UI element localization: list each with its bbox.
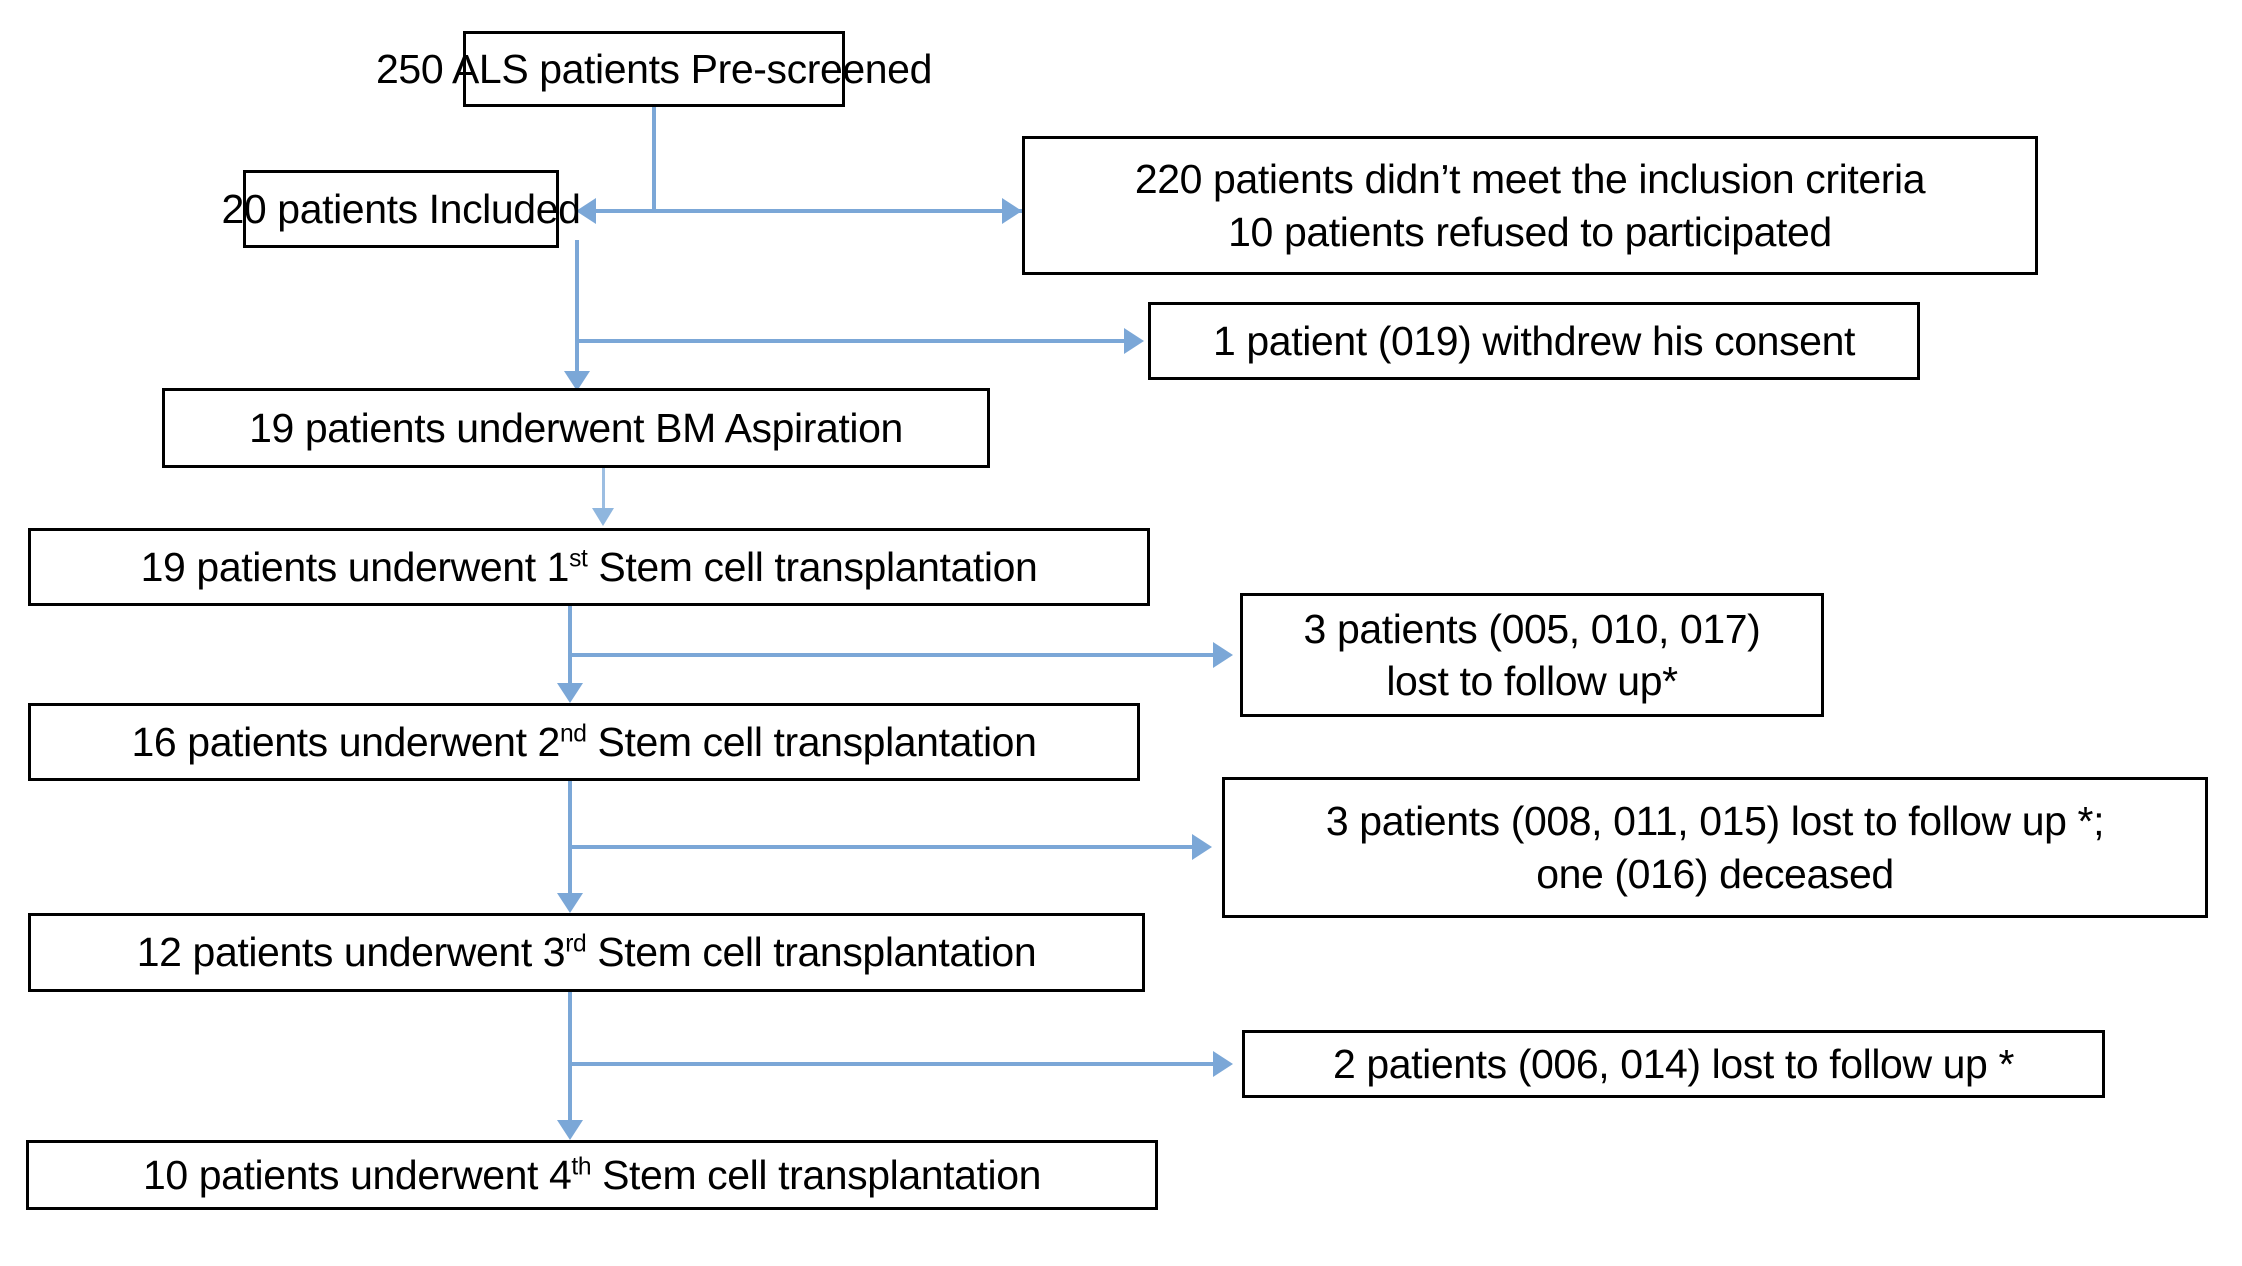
first-transplantation-label: 19 patients underwent 1st Stem cell tran… [141, 541, 1038, 593]
page-artifact-mark [0, 0, 4, 16]
arrow-to-lost-followup-2 [1192, 834, 1212, 860]
arrow-to-bm-aspiration [564, 371, 590, 391]
lost-to-followup-3-box[interactable]: 2 patients (006, 014) lost to follow up … [1242, 1030, 2105, 1098]
fourth-transplantation-label: 10 patients underwent 4th Stem cell tran… [142, 1149, 1042, 1201]
first-transplantation-box[interactable]: 19 patients underwent 1st Stem cell tran… [28, 528, 1150, 606]
connector-t2-down [568, 780, 572, 905]
connector-prescreened-stem [652, 106, 656, 211]
third-transplantation-prefix: 12 patients underwent 3 [136, 929, 566, 976]
lost-to-followup-1-line-1: 3 patients (005, 010, 017) [1303, 605, 1761, 652]
connector-branch-lost1 [568, 653, 1213, 657]
arrow-to-included [576, 198, 596, 224]
second-transplantation-ordinal-suffix: nd [559, 720, 587, 748]
arrow-to-lost-followup-1 [1213, 642, 1233, 668]
first-transplantation-prefix: 19 patients underwent 1 [140, 543, 570, 590]
second-transplantation-prefix: 16 patients underwent 2 [131, 718, 561, 765]
lost-to-followup-1-line-2: lost to follow up* [1386, 658, 1678, 704]
excluded-label-line-1: 220 patients didn’t meet the inclusion c… [1134, 156, 1926, 203]
second-transplantation-suffix: Stem cell transplantation [586, 718, 1037, 765]
included-box[interactable]: 20 patients Included [222, 170, 581, 248]
lost-to-followup-3-label: 2 patients (006, 014) lost to follow up … [1332, 1040, 2015, 1087]
lost-to-followup-2-line-1: 3 patients (008, 011, 015) lost to follo… [1325, 798, 2105, 845]
third-transplantation-ordinal-suffix: rd [565, 930, 587, 958]
lost-to-followup-2-box[interactable]: 3 patients (008, 011, 015) lost to follo… [1222, 777, 2208, 918]
lost-to-followup-2-line-2: one (016) deceased [1536, 850, 1894, 897]
arrow-to-fourth-transplantation [557, 1120, 583, 1140]
bm-aspiration-box[interactable]: 19 patients underwent BM Aspiration [162, 388, 990, 468]
excluded-box[interactable]: 220 patients didn’t meet the inclusion c… [1022, 136, 2038, 275]
fourth-transplantation-suffix: Stem cell transplantation [591, 1151, 1042, 1198]
third-transplantation-label: 12 patients underwent 3rd Stem cell tran… [136, 926, 1037, 978]
prescreened-label: 250 ALS patients Pre-screened [376, 45, 932, 92]
fourth-transplantation-ordinal-suffix: th [571, 1153, 592, 1181]
second-transplantation-box[interactable]: 16 patients underwent 2nd Stem cell tran… [28, 703, 1140, 781]
connector-branch-lost2 [568, 845, 1192, 849]
arrow-to-withdrew [1124, 328, 1144, 354]
second-transplantation-label: 16 patients underwent 2nd Stem cell tran… [132, 716, 1037, 768]
included-label: 20 patients Included [221, 185, 581, 232]
prescreened-box[interactable]: 250 ALS patients Pre-screened [376, 31, 932, 107]
fourth-transplantation-prefix: 10 patients underwent 4 [142, 1151, 572, 1198]
third-transplantation-box[interactable]: 12 patients underwent 3rd Stem cell tran… [28, 913, 1145, 992]
connector-t1-down [568, 605, 572, 695]
excluded-label-line-2: 10 patients refused to participated [1228, 208, 1832, 255]
connector-included-down [575, 240, 579, 385]
connector-split-bar [595, 209, 1035, 213]
arrow-to-third-transplantation [557, 893, 583, 913]
first-transplantation-ordinal-suffix: st [569, 545, 588, 573]
first-transplantation-suffix: Stem cell transplantation [587, 543, 1038, 590]
withdrew-consent-box[interactable]: 1 patient (019) withdrew his consent [1148, 302, 1920, 380]
fourth-transplantation-box[interactable]: 10 patients underwent 4th Stem cell tran… [26, 1140, 1158, 1210]
connector-branch-withdrew [575, 339, 1124, 343]
lost-to-followup-1-box[interactable]: 3 patients (005, 010, 017) lost to follo… [1240, 593, 1824, 717]
connector-bm-to-t1 [602, 467, 605, 511]
withdrew-consent-label: 1 patient (019) withdrew his consent [1213, 317, 1855, 364]
arrow-to-excluded [1002, 198, 1022, 224]
third-transplantation-suffix: Stem cell transplantation [586, 929, 1037, 976]
bm-aspiration-label: 19 patients underwent BM Aspiration [249, 404, 903, 451]
arrow-to-first-transplantation [592, 508, 614, 526]
arrow-to-lost-followup-3 [1213, 1051, 1233, 1077]
arrow-to-second-transplantation [557, 683, 583, 703]
connector-branch-lost3 [568, 1062, 1213, 1066]
